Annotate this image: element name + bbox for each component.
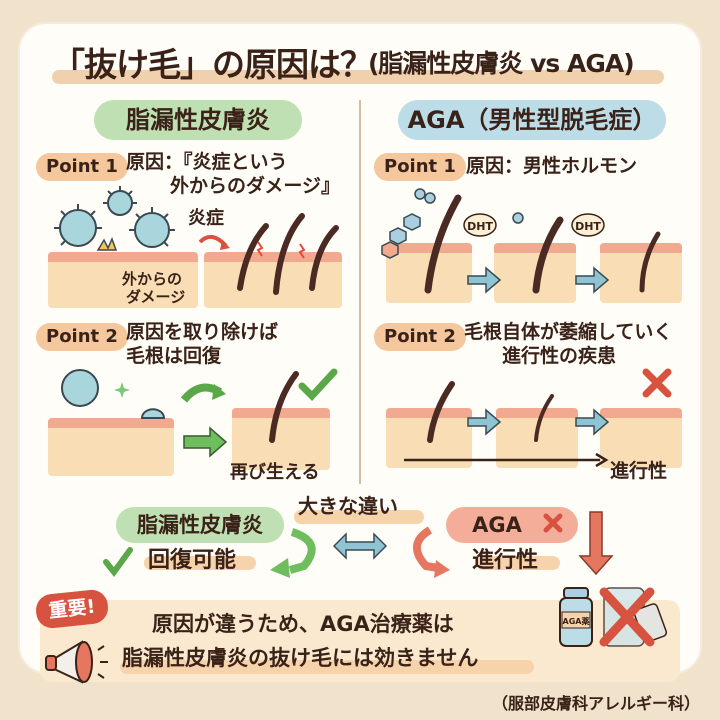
label-external-damage-1: 外からの [122, 270, 183, 288]
left-header-seborrheic: 脂漏性皮膚炎 [94, 100, 302, 140]
svg-text:AGA薬: AGA薬 [563, 616, 591, 626]
svg-text:DHT: DHT [575, 220, 601, 233]
right-point2-badge: Point 2 [374, 323, 466, 351]
compare-seborrheic-pill: 脂漏性皮膚炎 [116, 507, 284, 543]
right-point1-text: 原因：男性ホルモン [466, 155, 638, 177]
label-progressive: 進行性 [610, 460, 668, 482]
cross-icon [599, 587, 655, 647]
dht-badge-1 [463, 213, 497, 237]
comparison-arrows [103, 511, 614, 578]
left-point2-badge: Point 2 [36, 323, 128, 351]
recoverable-highlight [144, 556, 256, 570]
skin-recovered-illustration [48, 418, 174, 476]
center-label-highlight [294, 510, 424, 524]
compare-aga-pill: AGA [446, 507, 578, 543]
label-external-damage-2: ダメージ [126, 288, 186, 306]
atrophy-stage-1 [386, 408, 472, 468]
check-icon [298, 368, 338, 402]
important-line-1: 原因が違うため、AGA治療薬は [152, 612, 454, 636]
dht-badge-2 [571, 213, 605, 237]
progressive-highlight [476, 556, 560, 570]
title-sub: (脂漏性皮膚炎 vs AGA) [368, 49, 635, 78]
important-line-2: 脂漏性皮膚炎の抜け毛には効きません [122, 646, 479, 670]
right-header-aga: AGA（男性型脱毛症） [398, 100, 666, 140]
bidirectional-arrow-icon [332, 532, 388, 560]
recoverable-label: 回復可能 [148, 548, 237, 573]
skin-damage-illustration [48, 252, 198, 308]
dht-hormone-illustration: DHT DHT [381, 188, 661, 294]
progressive-result-label: 進行性 [472, 548, 539, 573]
virus-icon [54, 186, 175, 251]
cross-icon [543, 513, 563, 533]
left-point2-text-1: 原因を取り除けば [126, 321, 279, 343]
title-main: 「抜け毛」の原因は？ [52, 45, 373, 84]
important-line2-highlight [120, 660, 534, 674]
check-icon [103, 547, 133, 577]
big-difference-label: 大きな違い [298, 494, 398, 518]
svg-text:DHT: DHT [467, 220, 493, 233]
recovery-illustration [61, 368, 338, 458]
cycle-arrow-green [288, 528, 316, 574]
aga-medicine-illustration: AGA薬 [559, 587, 668, 647]
virus-attack-illustration [54, 186, 339, 295]
atrophy-illustration [404, 368, 672, 468]
molecule-icon [381, 188, 524, 259]
label-regrow: 再び生える [230, 462, 320, 483]
atrophy-stage-3 [600, 408, 682, 468]
megaphone-icon [45, 640, 108, 684]
down-arrow-icon [578, 511, 614, 576]
right-point1-badge: Point 1 [374, 153, 466, 181]
left-point2-text-2: 毛根は回復 [126, 345, 222, 367]
title-highlight [52, 70, 664, 84]
right-point2-text-1: 毛根自体が萎縮していく [464, 321, 673, 343]
right-arrow-icon [467, 408, 610, 436]
left-point1-badge: Point 1 [36, 153, 128, 181]
clinic-credit: （服部皮膚科アレルギー科） [491, 694, 700, 713]
cross-icon [642, 368, 672, 398]
skin-regrow-illustration [232, 408, 330, 470]
left-point1-text-2: 外からのダメージ』 [170, 175, 341, 197]
virus-icon [61, 369, 166, 419]
right-point2-text-2: 進行性の疾患 [502, 345, 617, 367]
right-arrow-icon [467, 266, 610, 294]
page-title: 「抜け毛」の原因は？ (脂漏性皮膚炎 vs AGA) [38, 36, 678, 88]
column-divider [359, 100, 361, 484]
label-inflammation: 炎症 [188, 208, 224, 229]
cycle-arrow-red [413, 526, 439, 572]
left-point1-text-1: 原因：『炎症という [126, 151, 288, 173]
